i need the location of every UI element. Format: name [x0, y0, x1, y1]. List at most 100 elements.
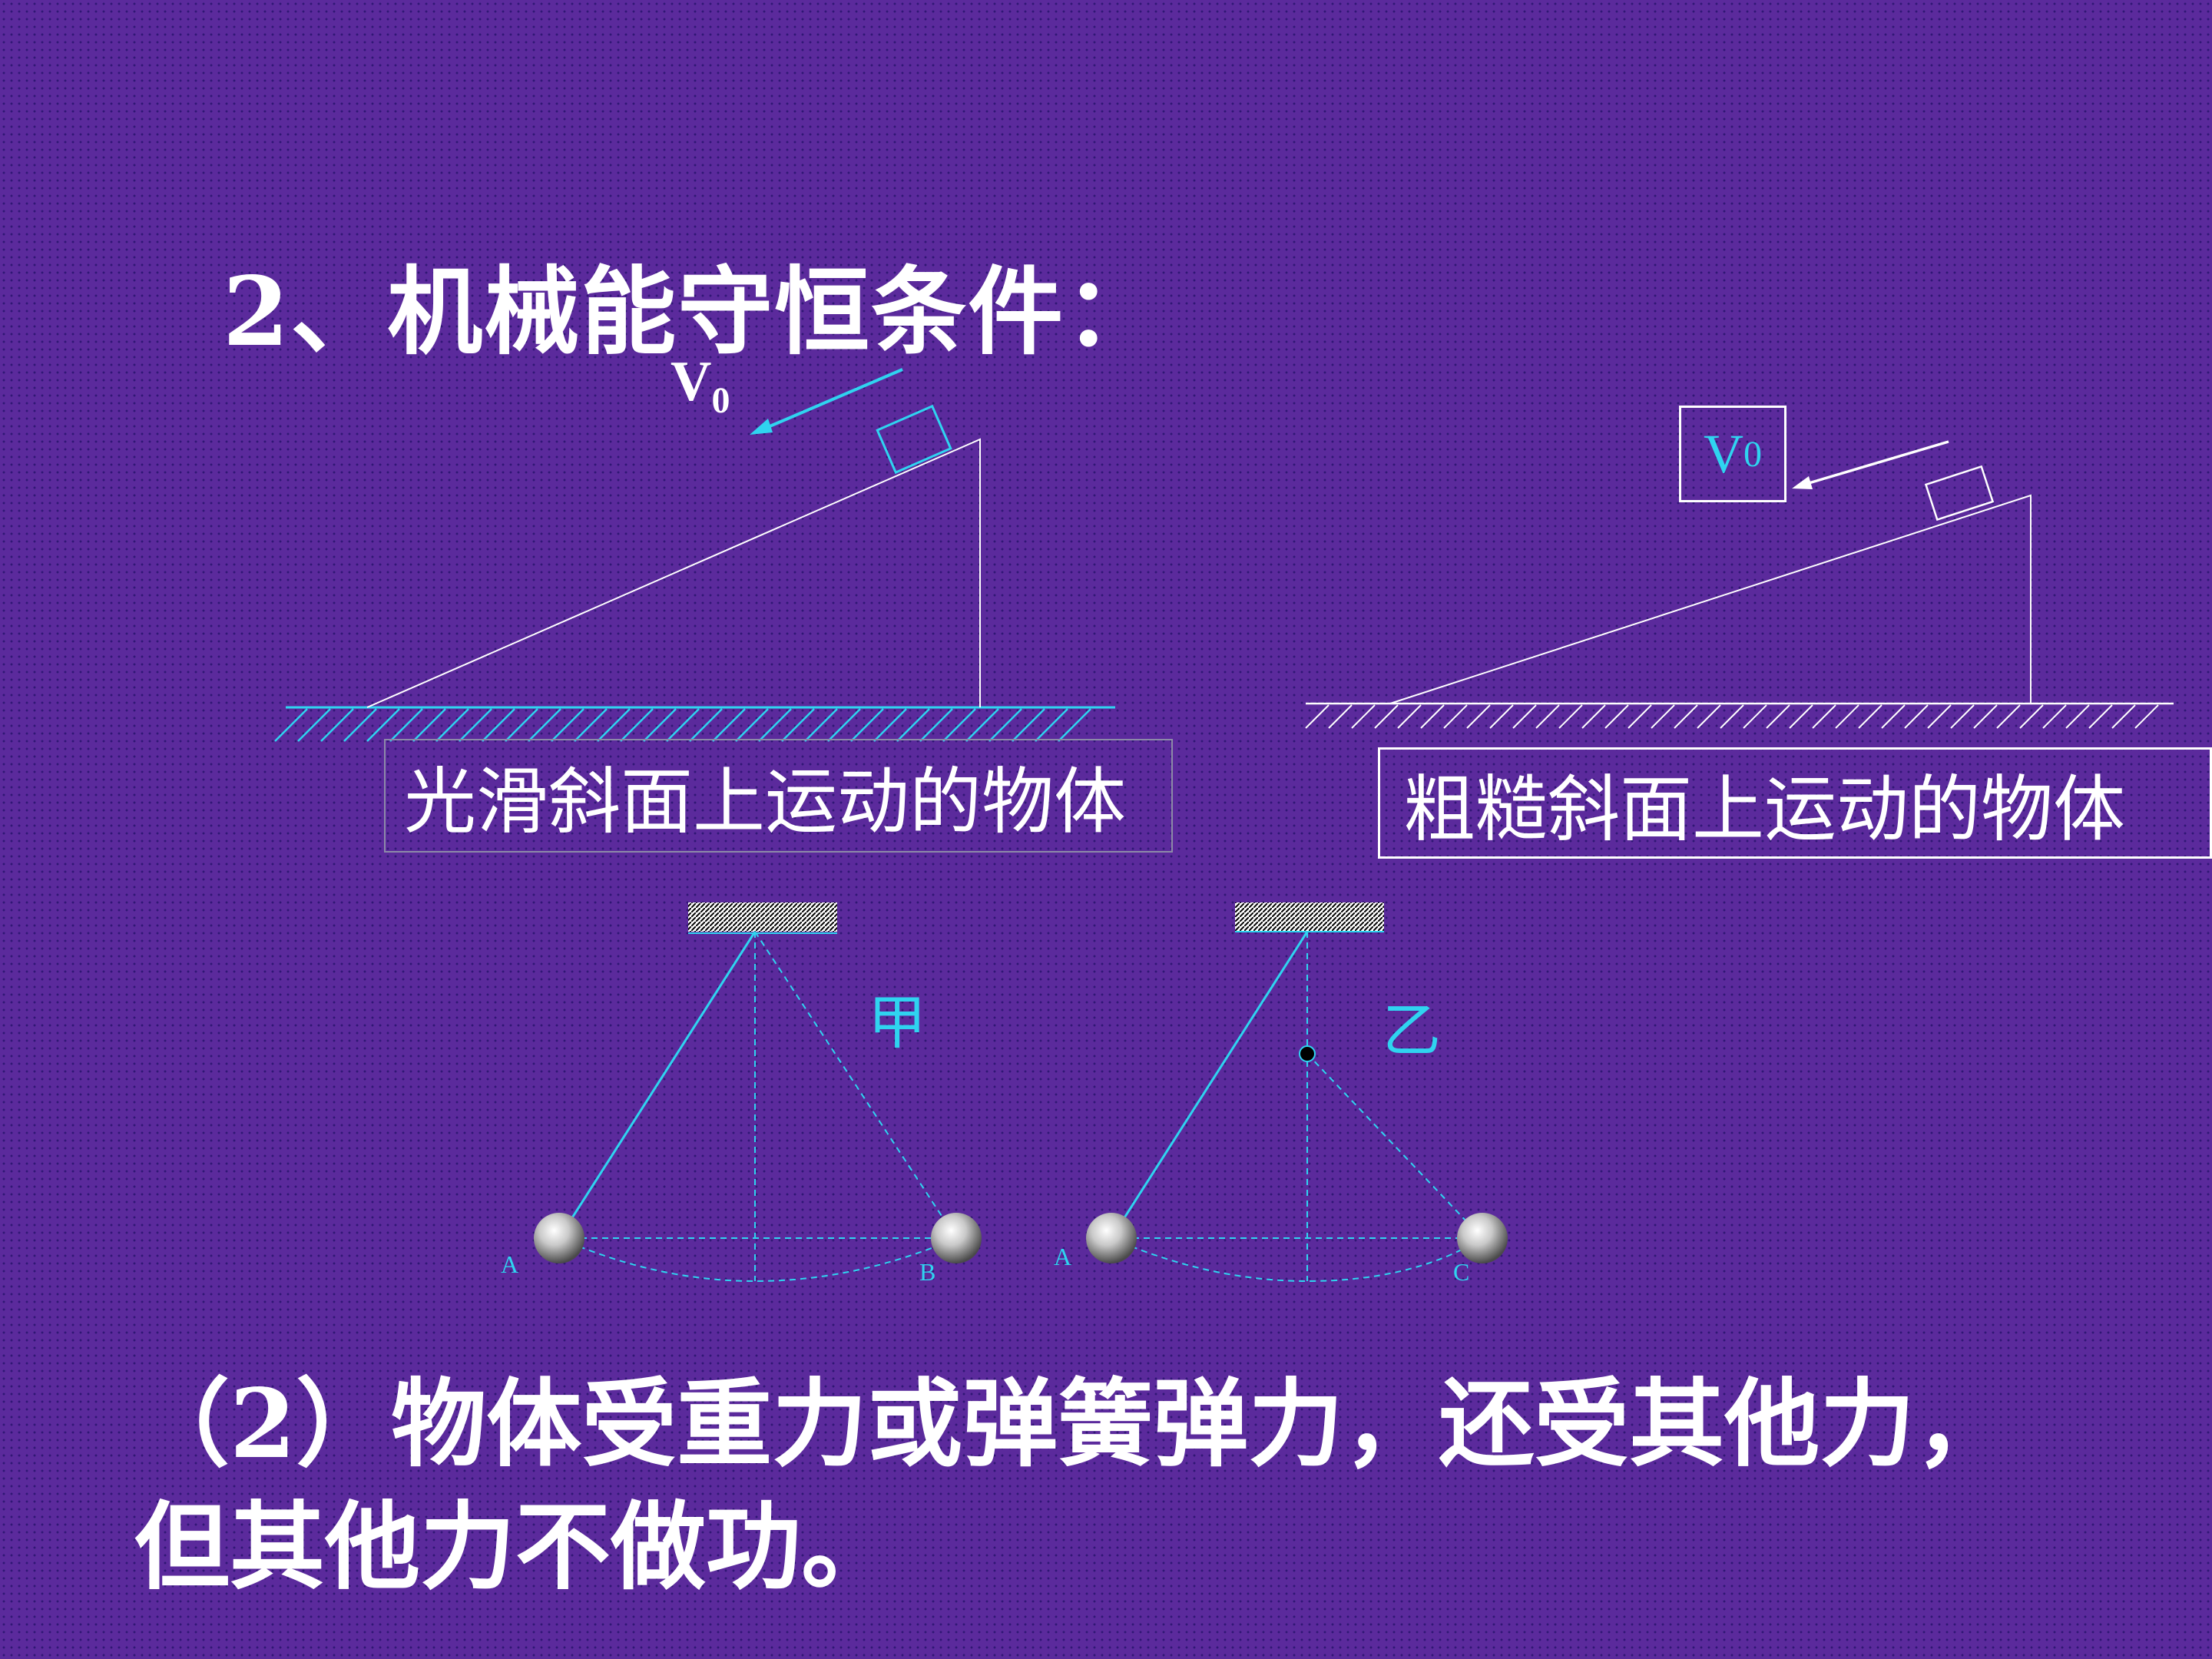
- hatch-mark: [1058, 708, 1091, 742]
- smooth-velocity-arrow: [757, 368, 903, 433]
- hatch-mark: [1674, 704, 1698, 729]
- hatch-mark: [505, 708, 538, 742]
- hatch-mark: [1581, 704, 1606, 729]
- conclusion-text: （2）物体受重力或弹簧弹力，还受其他力， 但其他力不做功。: [134, 1363, 2170, 1609]
- hatch-mark: [389, 708, 423, 742]
- hatch-mark: [712, 708, 746, 742]
- hatch-mark: [320, 708, 354, 742]
- pendulum-jia-arc: [558, 1237, 957, 1283]
- point-label-b: B: [919, 1258, 936, 1286]
- pendulum-yi: [1086, 902, 1508, 1283]
- hatch-mark: [1374, 704, 1399, 729]
- hatch-mark: [574, 708, 608, 742]
- pendulum-jia-support: [688, 902, 837, 932]
- hatch-mark: [1558, 704, 1583, 729]
- hatch-mark: [551, 708, 584, 742]
- pendulum-jia-ball-a: [534, 1213, 584, 1263]
- hatch-mark: [850, 708, 884, 742]
- hatch-mark: [1858, 704, 1883, 729]
- smooth-incline-shape: [366, 438, 981, 708]
- hatch-mark: [965, 708, 999, 742]
- hatch-mark: [1835, 704, 1859, 729]
- hatch-mark: [528, 708, 561, 742]
- hatch-mark: [274, 708, 308, 742]
- pendulum-yi-nail: [1299, 1045, 1316, 1062]
- smooth-ground-hatch: [274, 708, 1091, 742]
- pendulum-jia-end-string: [754, 931, 957, 1239]
- hatch-mark: [1466, 704, 1491, 729]
- slide-title: 2、机械能守恒条件：: [223, 257, 1162, 368]
- hatch-mark: [1789, 704, 1813, 729]
- pendulum-yi-ball-a: [1086, 1213, 1137, 1263]
- hatch-mark: [942, 708, 976, 742]
- rough-incline-caption: 粗糙斜面上运动的物体: [1378, 747, 2212, 859]
- rough-block: [1924, 465, 1995, 522]
- pendulum-yi-arc: [1111, 1237, 1483, 1283]
- hatch-mark: [1035, 708, 1068, 742]
- hatch-mark: [412, 708, 446, 742]
- hatch-mark: [781, 708, 815, 742]
- pendulum-yi-support: [1235, 902, 1384, 932]
- pendulum-jia-ball-b: [931, 1213, 982, 1263]
- hatch-mark: [1420, 704, 1445, 729]
- hatch-mark: [1012, 708, 1045, 742]
- hatch-mark: [1443, 704, 1468, 729]
- hatch-mark: [1881, 704, 1906, 729]
- hatch-mark: [482, 708, 515, 742]
- pendulum-jia: [534, 902, 982, 1283]
- rough-velocity-arrow: [1800, 440, 1949, 487]
- hatch-mark: [1743, 704, 1767, 729]
- smooth-incline-caption: 光滑斜面上运动的物体: [384, 739, 1173, 853]
- hatch-mark: [620, 708, 654, 742]
- hatch-mark: [2111, 704, 2136, 729]
- rough-incline-shape: [1389, 494, 2032, 704]
- hatch-mark: [896, 708, 930, 742]
- rough-incline-diagram: [1305, 440, 2174, 729]
- hatch-mark: [988, 708, 1022, 742]
- conclusion-line-1: （2）物体受重力或弹簧弹力，还受其他力，: [134, 1369, 2011, 1480]
- pendulum-yi-ball-c: [1457, 1213, 1508, 1263]
- hatch-mark: [2134, 704, 2159, 729]
- hatch-mark: [2065, 704, 2090, 729]
- hatch-mark: [1812, 704, 1836, 729]
- hatch-mark: [643, 708, 677, 742]
- hatch-mark: [1351, 704, 1376, 729]
- hatch-mark: [1651, 704, 1675, 729]
- rough-ground-hatch: [1305, 704, 2159, 729]
- smooth-velocity-arrowhead: [750, 419, 773, 435]
- hatch-mark: [1512, 704, 1537, 729]
- hatch-mark: [1950, 704, 1975, 729]
- hatch-mark: [804, 708, 838, 742]
- point-label-c: C: [1453, 1258, 1470, 1286]
- pendulum-jia-label: 甲: [868, 988, 926, 1057]
- point-label-a-yi: A: [1054, 1243, 1072, 1270]
- hatch-mark: [1489, 704, 1514, 729]
- hatch-mark: [689, 708, 723, 742]
- hatch-mark: [1305, 704, 1330, 729]
- pendulum-yi-string: [1110, 931, 1309, 1239]
- pendulum-jia-string: [558, 931, 757, 1239]
- hatch-mark: [297, 708, 331, 742]
- hatch-mark: [2088, 704, 2113, 729]
- hatch-mark: [1328, 704, 1353, 729]
- hatch-mark: [919, 708, 953, 742]
- hatch-mark: [827, 708, 861, 742]
- hatch-mark: [873, 708, 907, 742]
- hatch-mark: [2019, 704, 2044, 729]
- hatch-mark: [2042, 704, 2067, 729]
- hatch-mark: [1927, 704, 1952, 729]
- hatch-mark: [1973, 704, 1998, 729]
- hatch-mark: [1604, 704, 1629, 729]
- hatch-mark: [758, 708, 792, 742]
- hatch-mark: [459, 708, 492, 742]
- velocity-label-left: V0: [671, 350, 730, 421]
- pendulum-yi-label: 乙: [1382, 996, 1441, 1065]
- hatch-mark: [1697, 704, 1721, 729]
- hatch-mark: [1904, 704, 1929, 729]
- hatch-mark: [597, 708, 631, 742]
- hatch-mark: [1720, 704, 1744, 729]
- smooth-block: [876, 404, 952, 475]
- hatch-mark: [1766, 704, 1790, 729]
- hatch-mark: [366, 708, 400, 742]
